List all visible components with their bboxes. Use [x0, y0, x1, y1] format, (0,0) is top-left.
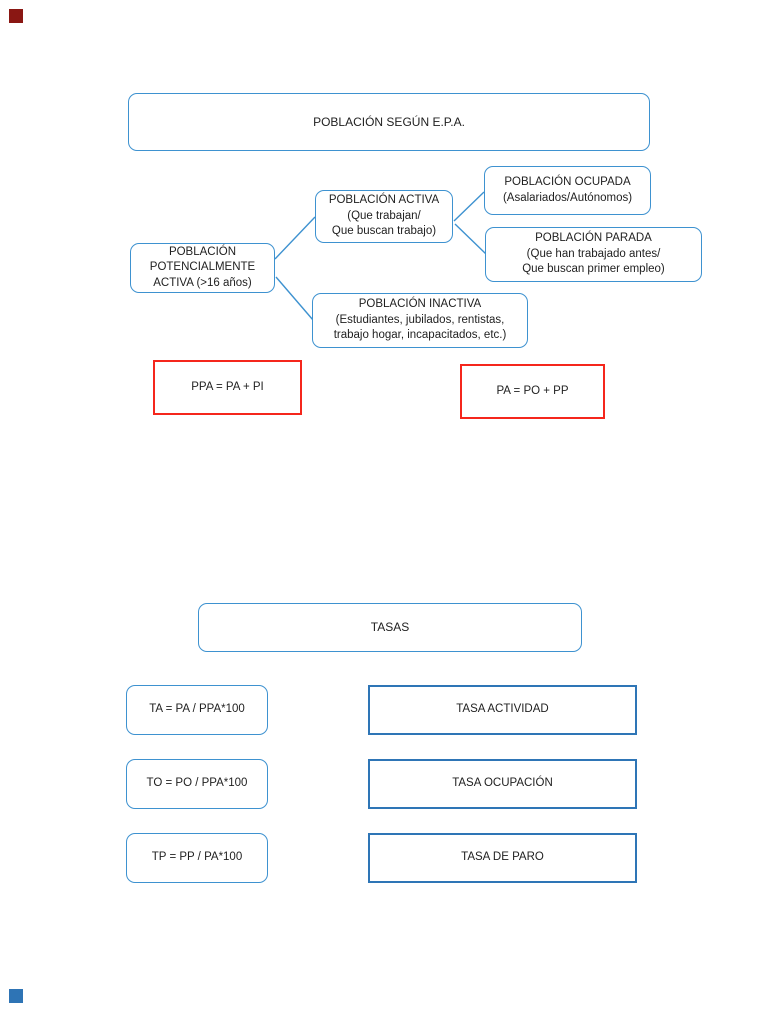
connector-line: [454, 223, 487, 255]
node-inactive-population-label: POBLACIÓN INACTIVA (Estudiantes, jubilad…: [333, 298, 507, 342]
rate-label-unemployment-text: TASA DE PARO: [461, 851, 544, 864]
rate-formula-unemployment-label: TP = PP / PA*100: [151, 851, 243, 864]
node-unemployed-population: POBLACIÓN PARADA (Que han trabajado ante…: [485, 227, 702, 282]
node-employed-population: POBLACIÓN OCUPADA (Asalariados/Autónomos…: [484, 166, 651, 215]
formula-pa-box: PA = PO + PP: [460, 364, 605, 419]
node-potentially-active-label: POBLACIÓN POTENCIALMENTE ACTIVA (>16 año…: [149, 245, 256, 289]
connector-line: [453, 191, 485, 222]
diagram-title-box: POBLACIÓN SEGÚN E.P.A.: [128, 93, 650, 151]
rate-formula-activity-label: TA = PA / PPA*100: [149, 703, 245, 716]
diagram-title: POBLACIÓN SEGÚN E.P.A.: [313, 114, 465, 129]
rate-formula-occupation: TO = PO / PPA*100: [126, 759, 268, 809]
node-unemployed-population-label: POBLACIÓN PARADA (Que han trabajado ante…: [522, 232, 665, 276]
formula-ppa-box: PPA = PA + PI: [153, 360, 302, 415]
rate-formula-unemployment: TP = PP / PA*100: [126, 833, 268, 883]
rate-label-occupation-text: TASA OCUPACIÓN: [452, 777, 553, 790]
rate-formula-occupation-label: TO = PO / PPA*100: [146, 777, 248, 790]
rate-label-unemployment: TASA DE PARO: [368, 833, 637, 883]
corner-mark-top-left: [9, 9, 23, 23]
node-inactive-population: POBLACIÓN INACTIVA (Estudiantes, jubilad…: [312, 293, 528, 348]
rate-label-occupation: TASA OCUPACIÓN: [368, 759, 637, 809]
connector-line: [274, 216, 316, 260]
rates-title: TASAS: [370, 620, 410, 635]
rate-formula-activity: TA = PA / PPA*100: [126, 685, 268, 735]
connector-line: [275, 276, 314, 321]
rates-title-box: TASAS: [198, 603, 582, 652]
rate-label-activity-text: TASA ACTIVIDAD: [456, 703, 549, 716]
node-active-population-label: POBLACIÓN ACTIVA (Que trabajan/ Que busc…: [328, 194, 440, 238]
rate-label-activity: TASA ACTIVIDAD: [368, 685, 637, 735]
formula-pa: PA = PO + PP: [496, 384, 569, 397]
node-active-population: POBLACIÓN ACTIVA (Que trabajan/ Que busc…: [315, 190, 453, 243]
node-employed-population-label: POBLACIÓN OCUPADA (Asalariados/Autónomos…: [502, 176, 633, 204]
formula-ppa: PPA = PA + PI: [191, 380, 264, 393]
corner-mark-bottom-left: [9, 989, 23, 1003]
node-potentially-active: POBLACIÓN POTENCIALMENTE ACTIVA (>16 año…: [130, 243, 275, 293]
